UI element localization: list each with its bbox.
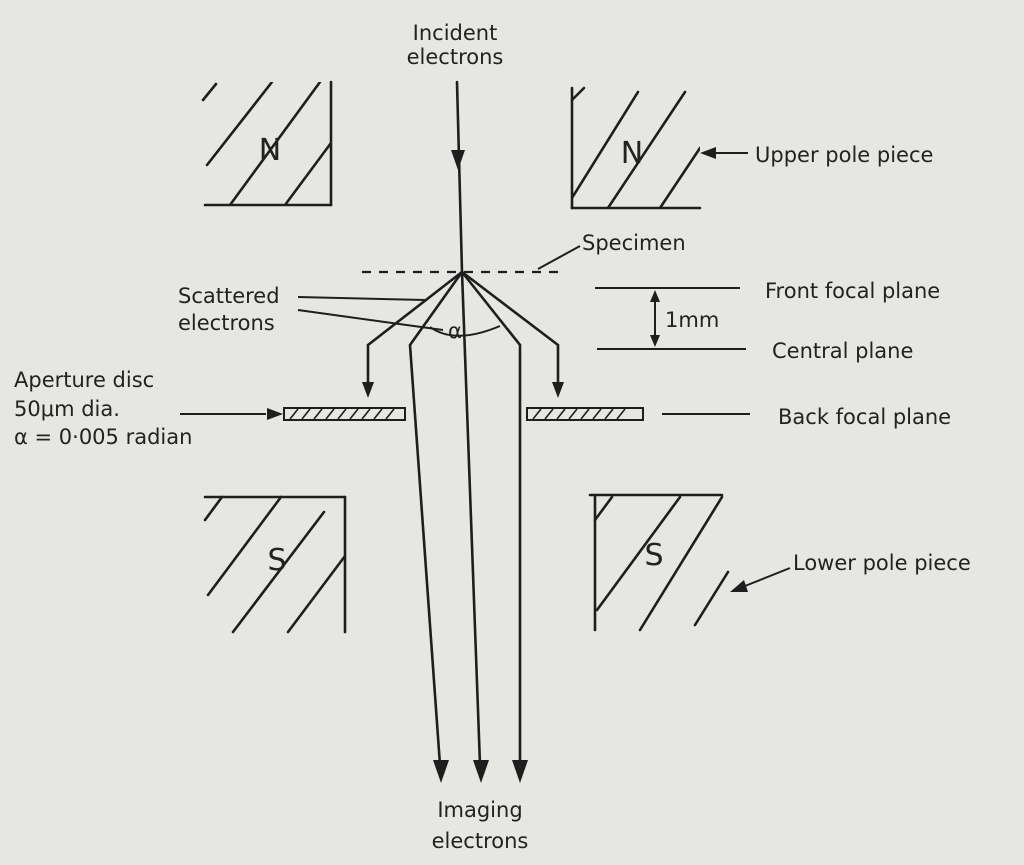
specimen-leader [537,245,581,270]
lower-right-pole-piece: S [588,493,730,632]
aperture-label-line2: 50μm dia. [14,397,120,421]
aperture-disc-right [526,407,644,421]
distance-label: 1mm [665,308,719,332]
upper-pole-arrowhead [700,147,716,159]
upper-pole-label: Upper pole piece [755,143,933,167]
scattered-rays [362,270,564,767]
pole-label-lower-right: S [644,538,663,573]
lower-left-pole-piece: S [203,495,347,634]
angle-symbol: α [448,319,462,343]
back-focal-plane-label: Back focal plane [778,405,951,429]
scattered-leader-lower [297,309,444,331]
distance-arrow-top [650,290,660,302]
scattered-label-line1: Scattered [178,284,280,308]
upper-right-pole-piece: N [570,86,702,210]
imaging-arrowheads [433,760,528,783]
imaging-label-line1: Imaging [437,798,522,822]
central-plane-label: Central plane [772,339,913,363]
distance-arrow-bottom [650,335,660,347]
incident-label-line1: Incident [413,21,498,45]
angle-arc [429,325,501,337]
specimen-label: Specimen [582,231,686,255]
aperture-arrowhead [267,408,283,420]
imaging-label-line2: electrons [432,829,529,853]
aperture-label-line1: Aperture disc [14,368,154,392]
pole-label-upper-left: N [259,133,281,168]
incident-beam [455,80,464,274]
incident-arrowhead [451,150,465,170]
aperture-label-line3: α = 0·005 radian [14,425,192,449]
incident-label-line2: electrons [407,45,504,69]
pole-label-upper-right: N [621,136,643,171]
upper-left-pole-piece: N [201,80,333,207]
front-focal-plane-label: Front focal plane [765,279,940,303]
lower-pole-arrowhead [730,580,748,592]
scattered-leader-upper [297,296,426,301]
lower-pole-leader [744,567,791,587]
lower-pole-label: Lower pole piece [793,551,971,575]
scattered-label-line2: electrons [178,311,275,335]
pole-label-lower-left: S [267,543,286,578]
aperture-disc-left [283,407,406,421]
